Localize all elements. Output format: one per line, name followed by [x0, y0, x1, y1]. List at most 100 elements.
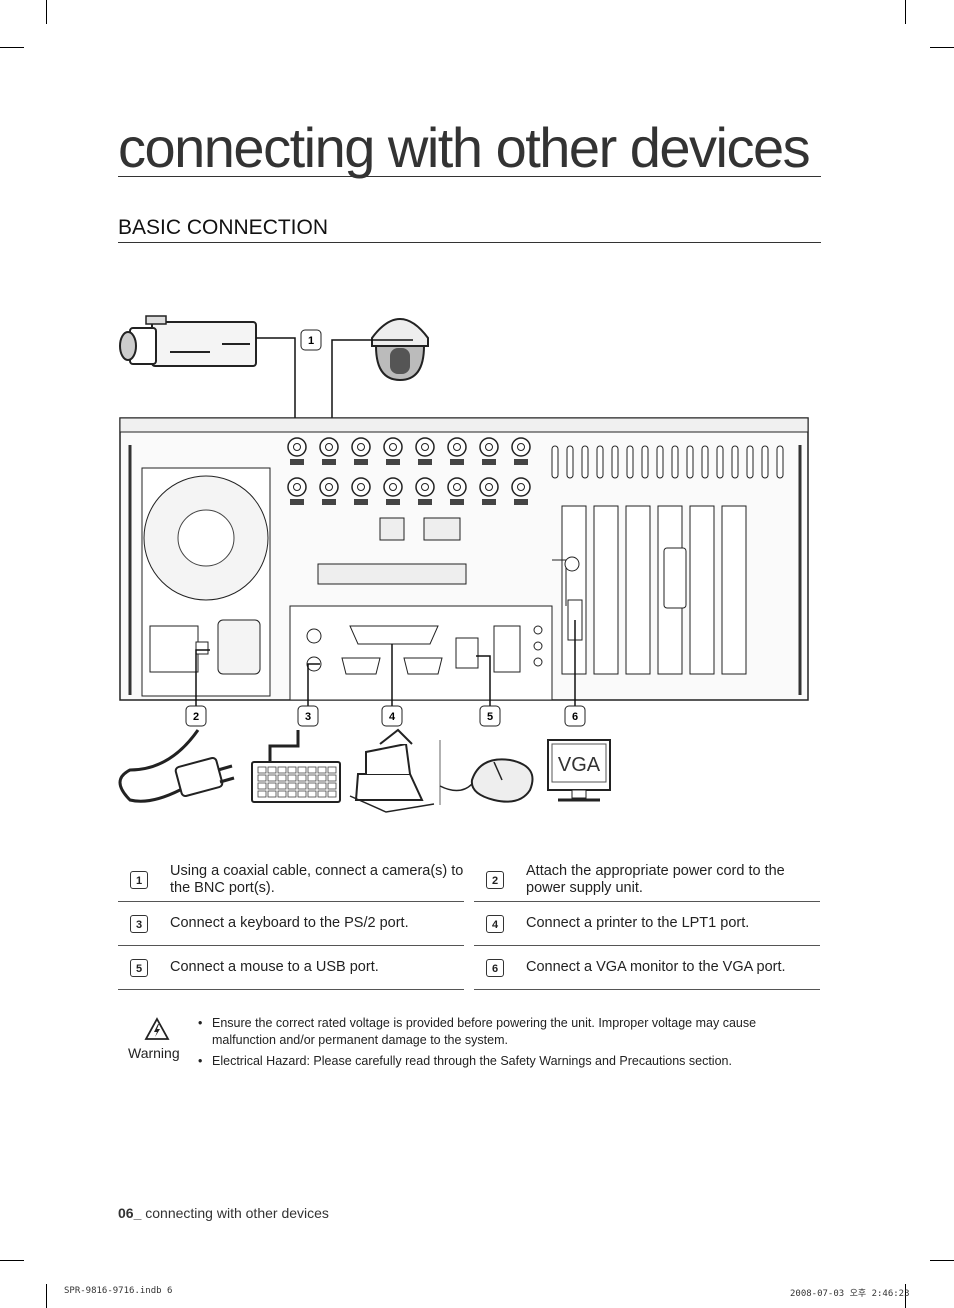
key	[267, 774, 277, 782]
callout-4: 4	[389, 711, 396, 723]
vent-fin	[671, 445, 679, 479]
footer-text: connecting with other devices	[145, 1205, 329, 1221]
vent-fin	[716, 445, 724, 479]
vent-fin	[701, 445, 709, 479]
steps-table: 1 Using a coaxial cable, connect a camer…	[118, 858, 821, 990]
key	[307, 766, 317, 774]
callout-badge: 2	[185, 705, 207, 727]
bnc-port-label	[450, 499, 464, 505]
step-5: 5 Connect a mouse to a USB port.	[118, 946, 464, 990]
key	[307, 774, 317, 782]
section-title: BASIC CONNECTION	[118, 214, 821, 243]
keyboard-icon	[251, 730, 341, 803]
vga-monitor-icon: VGA	[547, 739, 611, 802]
steps-row: 1 Using a coaxial cable, connect a camer…	[118, 858, 821, 902]
bnc-port-label	[386, 459, 400, 465]
vent-fin	[581, 445, 589, 479]
step-number: 2	[486, 870, 504, 889]
bnc-port-label	[322, 499, 336, 505]
callout-2: 2	[193, 711, 199, 723]
bnc-port-label	[514, 459, 528, 465]
box-camera-icon	[119, 315, 257, 367]
expansion-slot	[593, 505, 619, 675]
key	[277, 766, 287, 774]
step-4: 4 Connect a printer to the LPT1 port.	[474, 902, 820, 946]
bnc-port-label	[418, 459, 432, 465]
dvr-back-panel	[119, 417, 809, 701]
key	[307, 790, 317, 798]
key	[267, 766, 277, 774]
key	[287, 782, 297, 790]
key	[307, 782, 317, 790]
vent-fin	[596, 445, 604, 479]
key	[257, 790, 267, 798]
key	[277, 790, 287, 798]
key	[267, 782, 277, 790]
key	[327, 782, 337, 790]
key	[317, 782, 327, 790]
callout-5: 5	[487, 711, 493, 723]
key	[327, 774, 337, 782]
vent-fin	[641, 445, 649, 479]
key	[287, 766, 297, 774]
expansion-slot	[721, 505, 747, 675]
crop-mark	[0, 47, 24, 48]
key	[317, 790, 327, 798]
warning-label: Warning	[128, 1045, 180, 1061]
page-number: 06_	[118, 1205, 142, 1221]
vent-fin	[551, 445, 559, 479]
vga-label: VGA	[558, 754, 601, 776]
step-text: Connect a VGA monitor to the VGA port.	[526, 959, 786, 975]
callout-badge: 6	[564, 705, 586, 727]
vent-fin	[686, 445, 694, 479]
expansion-slot	[689, 505, 715, 675]
bnc-port-label	[482, 499, 496, 505]
bnc-port-label	[418, 499, 432, 505]
crop-mark	[46, 1284, 47, 1308]
step-number: 5	[130, 958, 148, 977]
bnc-port-label	[290, 499, 304, 505]
bnc-port-label	[354, 459, 368, 465]
callout-badge: 5	[479, 705, 501, 727]
vent-fin	[746, 445, 754, 479]
vent-fin	[656, 445, 664, 479]
key	[297, 782, 307, 790]
crop-mark	[0, 1260, 24, 1261]
step-1: 1 Using a coaxial cable, connect a camer…	[118, 858, 464, 902]
crop-mark	[930, 1260, 954, 1261]
vent-fin	[626, 445, 634, 479]
bnc-port-label	[354, 499, 368, 505]
vent-fin	[611, 445, 619, 479]
step-text: Connect a printer to the LPT1 port.	[526, 915, 750, 931]
vent-fin	[566, 445, 574, 479]
bnc-port-label	[386, 499, 400, 505]
step-number: 3	[130, 914, 148, 933]
callout-3: 3	[305, 711, 311, 723]
step-number: 4	[486, 914, 504, 933]
callout-1: 1	[308, 335, 314, 347]
step-2: 2 Attach the appropriate power cord to t…	[474, 858, 820, 902]
key	[297, 790, 307, 798]
connection-diagram: 1	[118, 315, 809, 813]
page-footer: 06_ connecting with other devices	[118, 1205, 329, 1221]
vent-fin	[731, 445, 739, 479]
key	[297, 774, 307, 782]
step-number: 6	[486, 958, 504, 977]
bnc-port-label	[322, 459, 336, 465]
key	[257, 782, 267, 790]
callout-badge: 4	[381, 705, 403, 727]
vent-fin	[761, 445, 769, 479]
step-3: 3 Connect a keyboard to the PS/2 port.	[118, 902, 464, 946]
step-number: 1	[130, 870, 148, 889]
crop-mark	[905, 1284, 906, 1308]
page-title: connecting with other devices	[118, 118, 821, 178]
step-text: Connect a mouse to a USB port.	[170, 959, 379, 975]
steps-row: 3 Connect a keyboard to the PS/2 port. 4…	[118, 902, 821, 946]
key	[287, 790, 297, 798]
dome-camera-icon	[371, 318, 429, 382]
warning-item: Ensure the correct rated voltage is prov…	[198, 1015, 798, 1049]
crop-mark	[905, 0, 906, 24]
key	[277, 782, 287, 790]
key	[267, 790, 277, 798]
bnc-port-label	[514, 499, 528, 505]
